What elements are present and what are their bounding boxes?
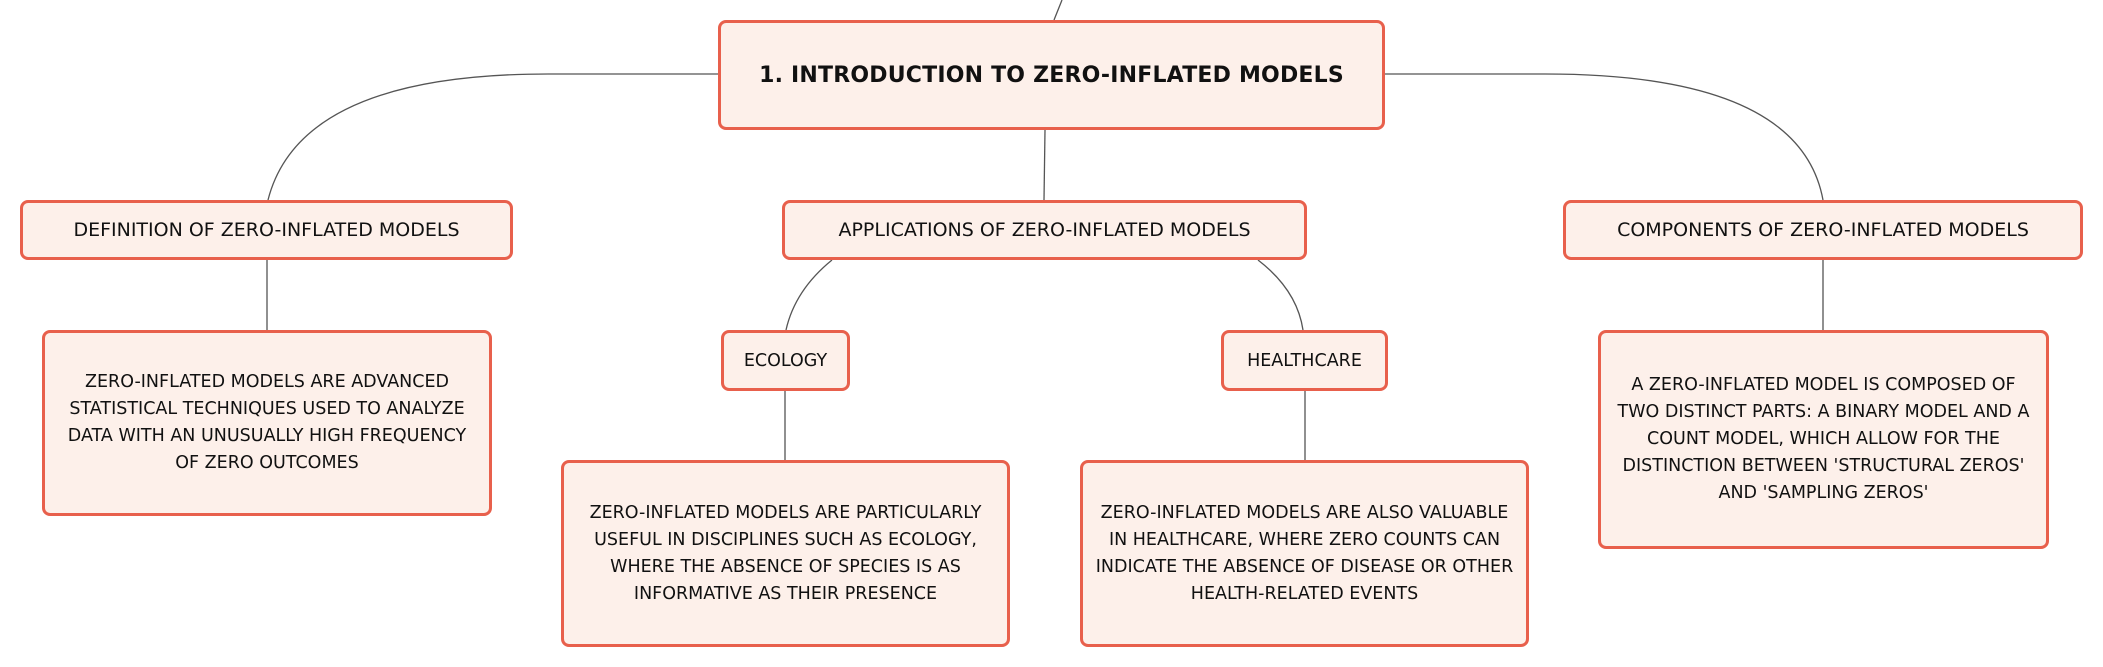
definition-detail-text: ZERO-INFLATED MODELS ARE ADVANCED STATIS… (67, 372, 467, 473)
healthcare-node[interactable]: HEALTHCARE (1221, 330, 1388, 391)
connector-applications-to-ecology (785, 259, 833, 331)
root-topic-label: 1. INTRODUCTION TO ZERO-INFLATED MODELS (759, 62, 1344, 88)
ecology-detail-text: ZERO-INFLATED MODELS ARE PARTICULARLY US… (589, 502, 982, 604)
connector-root-to-definition (267, 73, 718, 201)
definition-node[interactable]: DEFINITION OF ZERO-INFLATED MODELS (20, 200, 513, 260)
connector-applications-to-healthcare (1257, 259, 1304, 331)
components-label: COMPONENTS OF ZERO-INFLATED MODELS (1617, 219, 2029, 241)
applications-label: APPLICATIONS OF ZERO-INFLATED MODELS (838, 219, 1251, 241)
connector-root-to-applications (1043, 129, 1046, 201)
components-detail-node[interactable]: A ZERO-INFLATED MODEL IS COMPOSED OF TWO… (1598, 330, 2049, 549)
connector-parent-to-root (1053, 0, 1063, 21)
connector-root-to-components (1385, 73, 1824, 201)
healthcare-label: HEALTHCARE (1247, 350, 1362, 371)
ecology-label: ECOLOGY (743, 350, 828, 371)
root-topic-node[interactable]: 1. INTRODUCTION TO ZERO-INFLATED MODELS (718, 20, 1385, 130)
ecology-node[interactable]: ECOLOGY (721, 330, 850, 391)
applications-node[interactable]: APPLICATIONS OF ZERO-INFLATED MODELS (782, 200, 1307, 260)
healthcare-detail-node[interactable]: ZERO-INFLATED MODELS ARE ALSO VALUABLE I… (1080, 460, 1529, 647)
definition-label: DEFINITION OF ZERO-INFLATED MODELS (73, 219, 460, 241)
healthcare-detail-text: ZERO-INFLATED MODELS ARE ALSO VALUABLE I… (1095, 502, 1514, 604)
components-detail-text: A ZERO-INFLATED MODEL IS COMPOSED OF TWO… (1617, 375, 2030, 503)
ecology-detail-node[interactable]: ZERO-INFLATED MODELS ARE PARTICULARLY US… (561, 460, 1010, 647)
definition-detail-node[interactable]: ZERO-INFLATED MODELS ARE ADVANCED STATIS… (42, 330, 492, 516)
components-node[interactable]: COMPONENTS OF ZERO-INFLATED MODELS (1563, 200, 2083, 260)
